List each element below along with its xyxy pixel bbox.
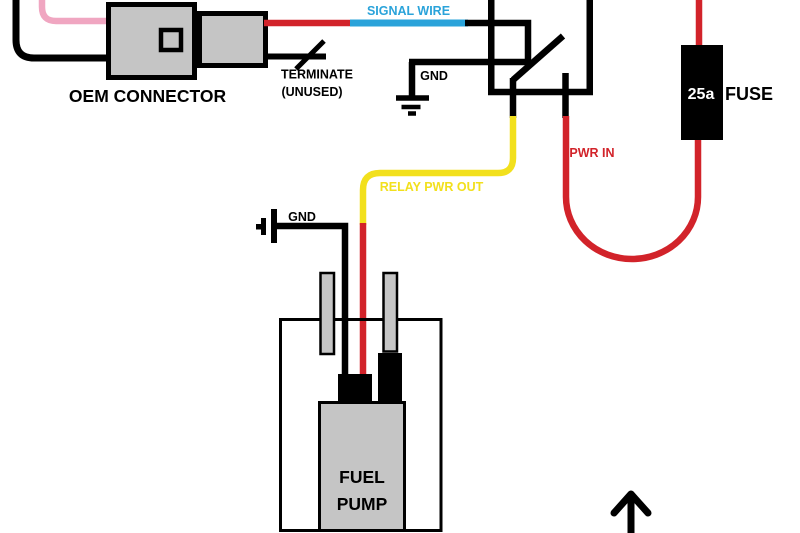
signal-wire-label: SIGNAL WIRE xyxy=(367,4,450,18)
fuel-pump-label-line2: PUMP xyxy=(337,494,388,514)
pump-connector-right xyxy=(378,353,402,402)
power-in: PWR IN 25a FUSE xyxy=(562,0,773,263)
terminate-label-line1: TERMINATE xyxy=(281,68,353,82)
terminate-label-line2: (UNUSED) xyxy=(281,85,342,99)
fuse-body xyxy=(681,45,723,140)
pwr-in-wire xyxy=(562,116,702,263)
oem-connector-plug xyxy=(197,11,268,68)
relay-gnd-label: GND xyxy=(420,69,448,83)
relay-box xyxy=(488,0,593,96)
pump-ground: GND xyxy=(256,209,349,378)
relay-power-out: RELAY PWR OUT xyxy=(359,116,517,378)
fuel-pump-body xyxy=(318,401,406,532)
up-arrow-head xyxy=(610,490,652,517)
fuse-rating-label: 25a xyxy=(688,86,715,103)
fuel-pump-assembly: FUEL PUMP xyxy=(279,271,443,532)
relay-coil-path xyxy=(409,19,532,66)
pink-wire xyxy=(38,0,108,25)
oem-connector-inner-square xyxy=(158,27,184,53)
pump-ground-wire xyxy=(274,222,349,378)
oem-connector: OEM CONNECTOR xyxy=(12,0,268,106)
relay-ground: GND xyxy=(396,62,448,116)
signal-wire-group: SIGNAL WIRE xyxy=(264,4,468,27)
relay xyxy=(409,0,593,118)
black-feed-wire xyxy=(12,0,108,62)
fuse-label: FUSE xyxy=(725,84,773,104)
relay-pwr-out-wire xyxy=(359,116,517,225)
relay-switch-arm xyxy=(510,33,566,83)
pwr-in-label: PWR IN xyxy=(569,146,614,160)
pump-bracket-left xyxy=(319,271,336,356)
pump-bracket-right xyxy=(382,271,399,353)
pump-gnd-label: GND xyxy=(288,210,316,224)
fuel-pump-label-line1: FUEL xyxy=(339,467,385,487)
oem-connector-label: OEM CONNECTOR xyxy=(69,86,227,106)
terminate-slash-icon xyxy=(294,39,326,71)
pump-connector-left xyxy=(338,374,372,402)
up-arrow-icon xyxy=(610,490,652,533)
relay-pwr-out-label: RELAY PWR OUT xyxy=(380,180,484,194)
terminate-wire-group: TERMINATE (UNUSED) xyxy=(264,39,353,99)
